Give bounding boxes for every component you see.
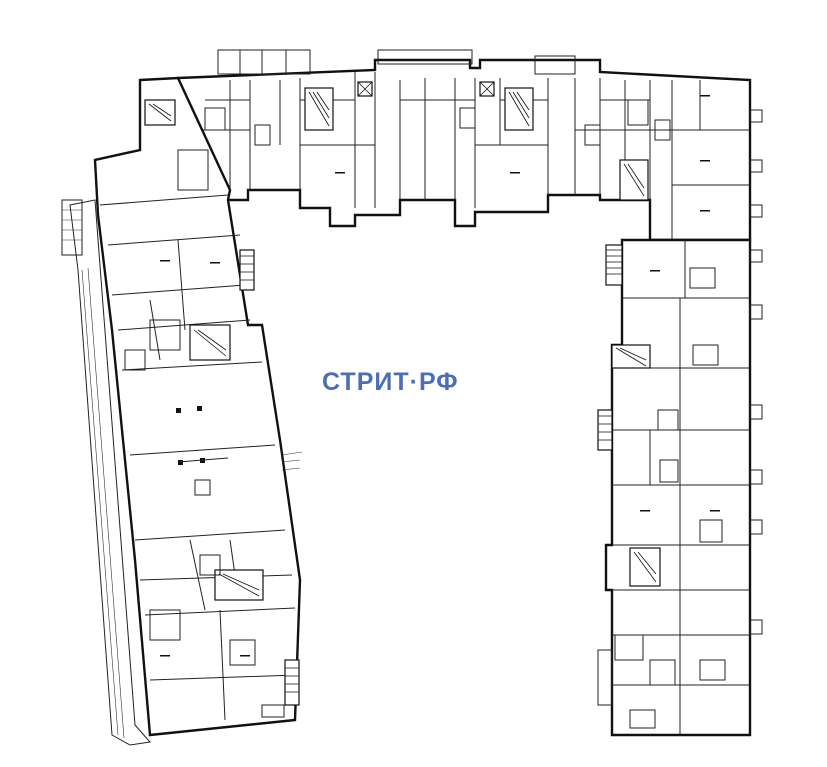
watermark: СТРИТ·РФ: [322, 368, 459, 396]
right-wing: [597, 238, 763, 737]
left-wing: [61, 76, 303, 746]
room-tags: [160, 95, 720, 657]
top-wing: [176, 49, 763, 242]
